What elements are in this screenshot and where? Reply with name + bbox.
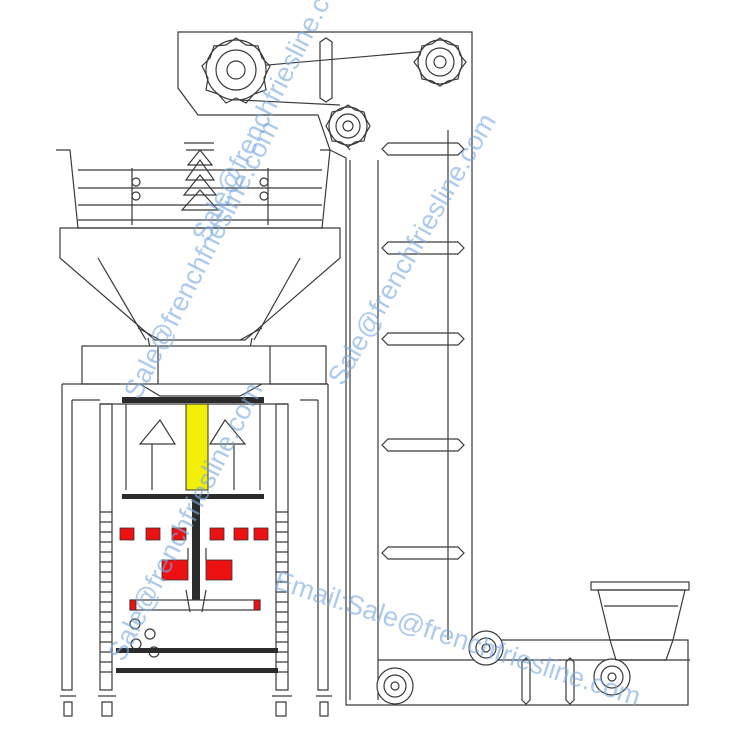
bottom-left-sprocket xyxy=(376,667,414,705)
top-right-sprocket xyxy=(413,37,467,87)
top-left-sprocket xyxy=(201,37,271,104)
bottom-mid-sprocket xyxy=(468,630,504,666)
vertical-packer xyxy=(60,383,332,717)
elevator-buckets xyxy=(319,37,575,705)
multihead-weigher xyxy=(56,142,341,397)
bottom-right-sprocket xyxy=(593,658,631,696)
feed-hopper xyxy=(590,581,690,661)
middle-sprocket xyxy=(325,104,371,148)
bucket-elevator xyxy=(177,31,690,706)
